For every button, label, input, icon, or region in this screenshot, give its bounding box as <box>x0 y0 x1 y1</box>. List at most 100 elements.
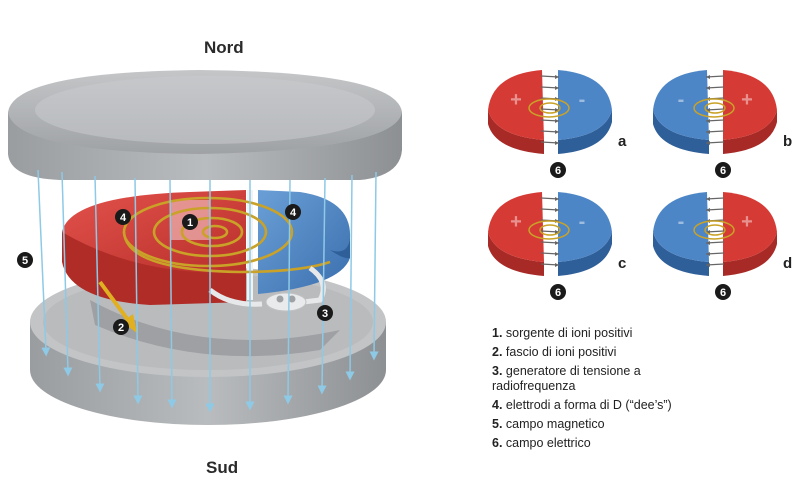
svg-text:5: 5 <box>22 255 28 267</box>
dee-right-side <box>558 232 612 276</box>
dee-left-side <box>488 110 544 154</box>
field-arrow-head <box>706 197 710 201</box>
field-arrow-head <box>555 130 559 134</box>
field-arrow-head <box>706 230 710 234</box>
field-arrow-head <box>706 241 710 245</box>
field-arrow-head <box>555 86 559 90</box>
spiral <box>704 224 726 236</box>
south-label: Sud <box>206 458 239 477</box>
panel-letter: c <box>618 255 626 272</box>
field-arrow-head <box>555 252 559 256</box>
svg-text:6: 6 <box>555 287 561 299</box>
ion-beam-arrow <box>98 280 137 333</box>
legend-item: 4. elettrodi a forma di D (“dee’s”) <box>492 398 672 412</box>
sign-right: - <box>579 89 586 111</box>
field-arrow-head <box>555 75 559 79</box>
field-arrow-head <box>706 208 710 212</box>
sign-right: + <box>741 89 753 111</box>
field-arrow-head <box>706 86 710 90</box>
svg-text:6: 6 <box>720 165 726 177</box>
spiral <box>693 220 735 240</box>
spiral <box>539 224 561 236</box>
dee-left <box>653 70 709 140</box>
dee-right-side <box>723 110 777 154</box>
marker-4-left: 4 <box>115 209 131 225</box>
field-arrow-head <box>706 119 710 123</box>
dee-left <box>488 70 544 140</box>
panel-letter: d <box>783 255 792 272</box>
marker-3: 3 <box>317 305 333 321</box>
dee-polarity-panels: + - 6 a - +6 b + - 6 c - +6 d <box>488 70 792 300</box>
marker-5: 5 <box>17 252 33 268</box>
marker-4-right: 4 <box>285 204 301 220</box>
spiral <box>693 98 735 118</box>
field-arrow-head <box>706 130 710 134</box>
svg-text:3: 3 <box>322 308 328 320</box>
svg-text:2: 2 <box>118 322 124 334</box>
field-arrow-head <box>555 108 559 112</box>
sign-right: + <box>741 211 753 233</box>
dee-right-side <box>723 232 777 276</box>
spiral <box>539 102 561 114</box>
sign-left: - <box>678 211 685 233</box>
spiral <box>528 98 570 118</box>
panel-letter: b <box>783 133 792 150</box>
magnetic-field-lines <box>37 169 379 413</box>
legend-item: 2. fascio di ioni positivi <box>492 345 617 359</box>
svg-text:4: 4 <box>120 212 127 224</box>
north-label: Nord <box>204 38 244 57</box>
dee-right-side <box>558 110 612 154</box>
spiral <box>704 102 726 114</box>
svg-text:4: 4 <box>290 207 297 219</box>
marker-1: 1 <box>182 214 198 230</box>
svg-text:1: 1 <box>187 217 193 229</box>
panel-letter: a <box>618 133 627 150</box>
field-arrow-head <box>706 141 710 145</box>
field-arrow-head <box>555 230 559 234</box>
dee-right <box>723 192 777 262</box>
panel-d: - +6 d <box>653 192 792 300</box>
field-arrow-head <box>706 263 710 267</box>
legend-item: 1. sorgente di ioni positivi <box>492 326 633 340</box>
field-arrow-head <box>706 252 710 256</box>
svg-text:6: 6 <box>555 165 561 177</box>
sign-right: - <box>579 211 586 233</box>
dee-right <box>558 192 612 262</box>
field-arrow-head <box>555 119 559 123</box>
legend: 1. sorgente di ioni positivi 2. fascio d… <box>492 326 792 455</box>
marker-6: 6 <box>550 284 566 300</box>
panel-b: - +6 b <box>653 70 792 178</box>
spiral <box>528 220 570 240</box>
field-arrow-head <box>555 208 559 212</box>
dee-left <box>488 192 544 262</box>
marker-2: 2 <box>113 319 129 335</box>
north-magnet <box>8 70 402 180</box>
legend-item: 3. generatore di tensione a radiofrequen… <box>492 364 641 393</box>
dee-left-side <box>653 232 709 276</box>
sign-left: + <box>510 89 522 111</box>
field-arrow-head <box>555 263 559 267</box>
legend-item: 6. campo elettrico <box>492 436 591 450</box>
dee-left-side <box>653 110 709 154</box>
marker-6: 6 <box>715 284 731 300</box>
field-arrow-head <box>706 75 710 79</box>
dee-left-side <box>488 232 544 276</box>
panel-c: + - 6 c <box>488 192 626 300</box>
sign-left: + <box>510 211 522 233</box>
diagram-markers: 1 2 3 4 4 5 <box>17 204 333 335</box>
marker-6: 6 <box>550 162 566 178</box>
field-arrow-head <box>706 108 710 112</box>
svg-text:6: 6 <box>720 287 726 299</box>
field-arrow-head <box>555 141 559 145</box>
marker-6: 6 <box>715 162 731 178</box>
dee-right <box>723 70 777 140</box>
field-arrow-head <box>555 241 559 245</box>
legend-item: 5. campo magnetico <box>492 417 605 431</box>
panel-a: + - 6 a <box>488 70 627 178</box>
field-arrow-head <box>555 197 559 201</box>
dee-right <box>558 70 612 140</box>
dee-left <box>653 192 709 262</box>
sign-left: - <box>678 89 685 111</box>
